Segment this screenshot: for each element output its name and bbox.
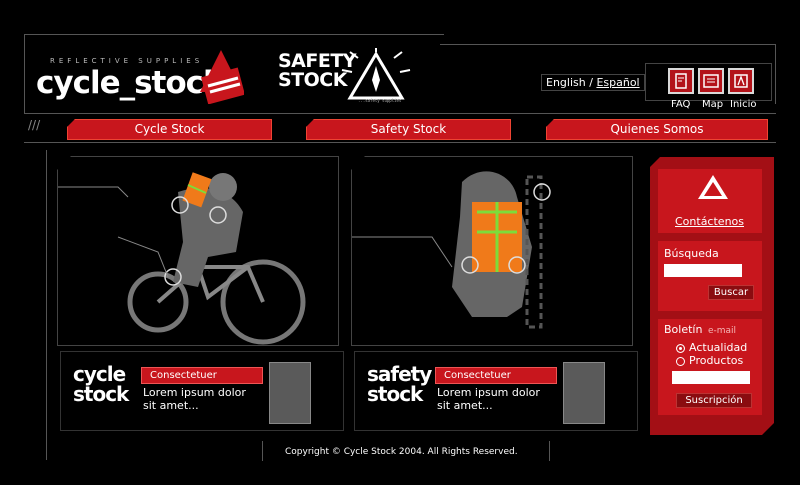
footer-frame: [262, 441, 550, 461]
cycle-stock-card: cycle stock Consectetuer Lorem ipsum dol…: [60, 351, 344, 431]
safety-worker-illustration: [352, 171, 551, 329]
cycle-card-title-1: cycle: [73, 362, 126, 386]
icon-toolbar: [645, 63, 772, 101]
newsletter-box: Boletín e-mail Actualidad Productos Susc…: [658, 319, 762, 415]
safety-card-text: Lorem ipsum dolor sit amet...: [437, 386, 540, 412]
home-link[interactable]: Inicio: [730, 99, 757, 110]
search-input[interactable]: [664, 264, 742, 277]
map-icon[interactable]: [698, 68, 724, 94]
safety-card-thumbnail[interactable]: [563, 362, 605, 424]
nav-left-slashes: ///: [28, 118, 41, 132]
safety-warning-icon: [341, 48, 411, 100]
brand-logo[interactable]: cycle_stock: [36, 65, 224, 101]
cycle-card-title-2: stock: [73, 382, 129, 406]
safety-card-title[interactable]: safety stock: [367, 362, 432, 406]
safety-line1: SAFETY: [278, 50, 357, 72]
nav-bottom-line: [24, 142, 776, 143]
safety-stock-card: safety stock Consectetuer Lorem ipsum do…: [354, 351, 638, 431]
option-productos[interactable]: Productos: [676, 354, 743, 367]
newsletter-hint: e-mail: [707, 326, 737, 336]
option-actualidad[interactable]: Actualidad: [676, 341, 747, 354]
nav-cycle-stock[interactable]: Cycle Stock: [67, 119, 272, 140]
radio-productos[interactable]: [676, 357, 685, 366]
safety-card-title-1: safety: [367, 362, 432, 386]
frame-right: [775, 44, 776, 104]
frame-top-right: [440, 44, 775, 45]
nav-top-line: [24, 113, 776, 114]
cycle-card-thumbnail[interactable]: [269, 362, 311, 424]
radio-actualidad[interactable]: [676, 344, 685, 353]
nav-safety-stock[interactable]: Safety Stock: [306, 119, 511, 140]
frame-left: [24, 34, 25, 114]
faq-icon[interactable]: [668, 68, 694, 94]
lang-espanol[interactable]: Español: [596, 76, 640, 89]
frame-inner-left: [46, 150, 47, 460]
lang-separator: /: [585, 76, 597, 89]
safety-card-text-2: sit amet...: [437, 399, 493, 412]
brand-tagline: REFLECTIVE SUPPLIES: [50, 57, 204, 65]
cycle-illustration-panel: [57, 156, 339, 346]
contact-badge-icon[interactable]: [696, 173, 730, 201]
safety-line2: STOCK: [278, 69, 347, 91]
search-box: Búsqueda Buscar: [658, 241, 762, 311]
language-switcher: English / Español: [541, 74, 645, 91]
newsletter-label: Boletín e-mail: [664, 323, 736, 336]
faq-link[interactable]: FAQ: [671, 99, 691, 110]
cycle-card-text: Lorem ipsum dolor sit amet...: [143, 386, 246, 412]
cycle-card-text-2: sit amet...: [143, 399, 199, 412]
safety-card-text-1: Lorem ipsum dolor: [437, 386, 540, 399]
safety-stock-logo[interactable]: SAFETY STOCK: [278, 50, 357, 91]
nav-quienes-somos[interactable]: Quienes Somos: [546, 119, 768, 140]
option-productos-label: Productos: [689, 354, 744, 367]
safety-illustration-panel: [351, 156, 633, 346]
newsletter-title: Boletín: [664, 323, 703, 336]
subscribe-button[interactable]: Suscripción: [676, 393, 752, 408]
cyclist-illustration: [58, 172, 306, 345]
newsletter-email-input[interactable]: [672, 371, 750, 384]
cycle-card-text-1: Lorem ipsum dolor: [143, 386, 246, 399]
cycle-card-title[interactable]: cycle stock: [73, 362, 129, 406]
search-button[interactable]: Buscar: [708, 285, 754, 300]
option-actualidad-label: Actualidad: [689, 341, 748, 354]
safety-card-button[interactable]: Consectetuer: [435, 367, 557, 384]
lang-english[interactable]: English: [546, 76, 586, 89]
sidebar: Contáctenos Búsqueda Buscar Boletín e-ma…: [650, 157, 774, 435]
map-link[interactable]: Map: [702, 99, 724, 110]
cycle-card-button[interactable]: Consectetuer: [141, 367, 263, 384]
copyright-text: Copyright © Cycle Stock 2004. All Rights…: [285, 447, 518, 457]
cycle-stock-badge-icon: [200, 50, 244, 104]
search-label: Búsqueda: [664, 247, 719, 260]
safety-tagline: ...safety supplies: [358, 98, 402, 103]
contact-box: Contáctenos: [658, 169, 762, 233]
frame-top-left: [24, 34, 444, 35]
contact-link[interactable]: Contáctenos: [675, 215, 744, 228]
safety-card-title-2: stock: [367, 382, 423, 406]
home-icon[interactable]: [728, 68, 754, 94]
